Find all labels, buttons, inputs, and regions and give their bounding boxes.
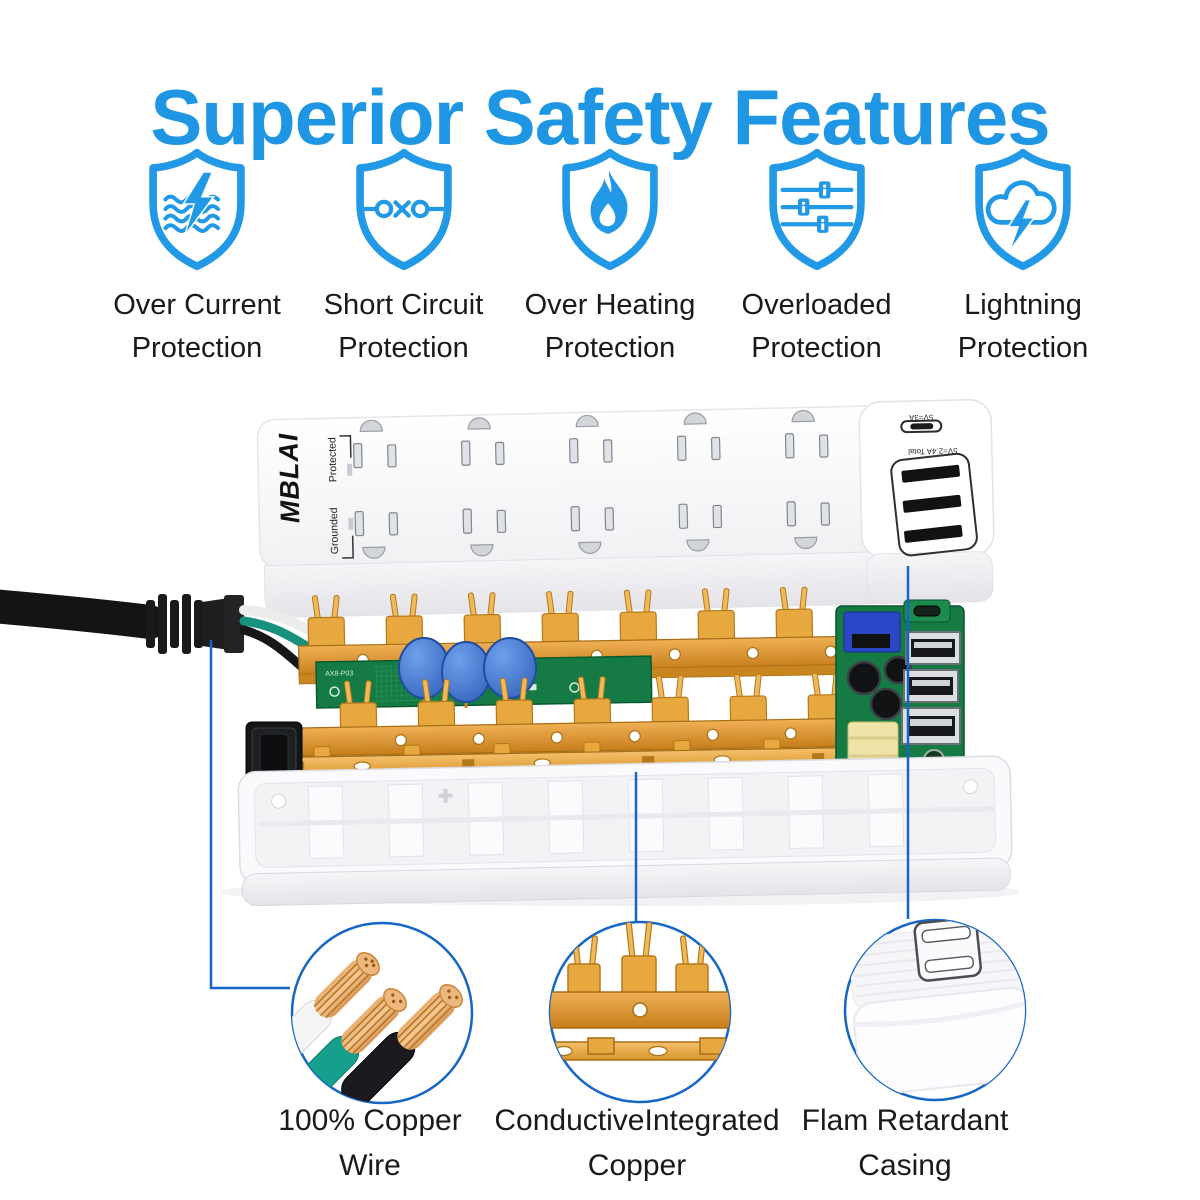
usb-a-port-cluster [890,452,978,557]
usb-c-port-rear [913,605,941,617]
screw-boss [271,793,287,809]
usb-a-slot [902,494,962,513]
cord-clamp [224,595,244,653]
outlet [352,419,397,469]
callout-copper-bar [548,920,732,1104]
usb-c-slot [910,423,934,430]
pcb-silkscreen-text: AX8-P03 [325,670,353,677]
screw-boss [962,779,978,795]
capacitor [846,660,882,696]
ac-outlets [352,409,831,559]
usb-a-port-rear [901,707,961,745]
callout-copper-wire [290,921,474,1105]
over-heating-shield-icon [562,148,658,271]
grounded-bracket [342,535,354,559]
callout-line-copper-wire [209,640,290,990]
over-current-shield-icon [149,148,245,271]
outlet [676,412,721,461]
usb-a-slot [901,464,960,483]
switch-rocker [259,733,289,777]
usb-c-rating-label: 5V=3A [908,413,933,423]
usb-a-rating-label: 5V=2.4A Total [908,446,958,456]
usb-a-port-rear [903,669,959,703]
grounded-indicator-slot [348,517,354,530]
callout-casing [843,918,1027,1102]
copper-wire-black [341,984,463,1103]
bottom-shell [237,755,1013,907]
varistor [441,641,491,703]
protected-indicator-slot [347,463,353,476]
outlet [568,414,613,464]
outlet [460,417,505,466]
protected-label: Protected [326,437,339,482]
overloaded-shield-icon [768,148,865,271]
grounded-label: Grounded [328,507,341,554]
callout-lines [209,566,910,990]
brand-logo: MBLAI [273,432,305,523]
outlet [784,409,829,459]
capacitor [869,687,903,721]
lightning-shield-icon [975,148,1071,271]
outlet [570,506,615,554]
usb-charging-pcb [835,599,965,781]
strain-relief [146,594,203,654]
short-circuit-shield-icon [355,148,452,271]
outlet [354,510,399,559]
protected-bracket [339,435,352,458]
varistor [483,637,537,699]
usb-a-port-rear [905,631,961,665]
outlet [462,508,507,557]
power-strip-top-cover: 5V=3A 5V=2.4A Total MBLAI Protected Grou… [256,399,995,618]
outlet [678,503,723,552]
page-title: Superior Safety Features [150,73,1050,162]
outlet [786,501,831,550]
varistor-discs [398,637,537,708]
usb-a-slot [904,524,963,543]
usb-end-cap: 5V=3A 5V=2.4A Total [858,399,995,605]
relay-socket [852,634,890,648]
